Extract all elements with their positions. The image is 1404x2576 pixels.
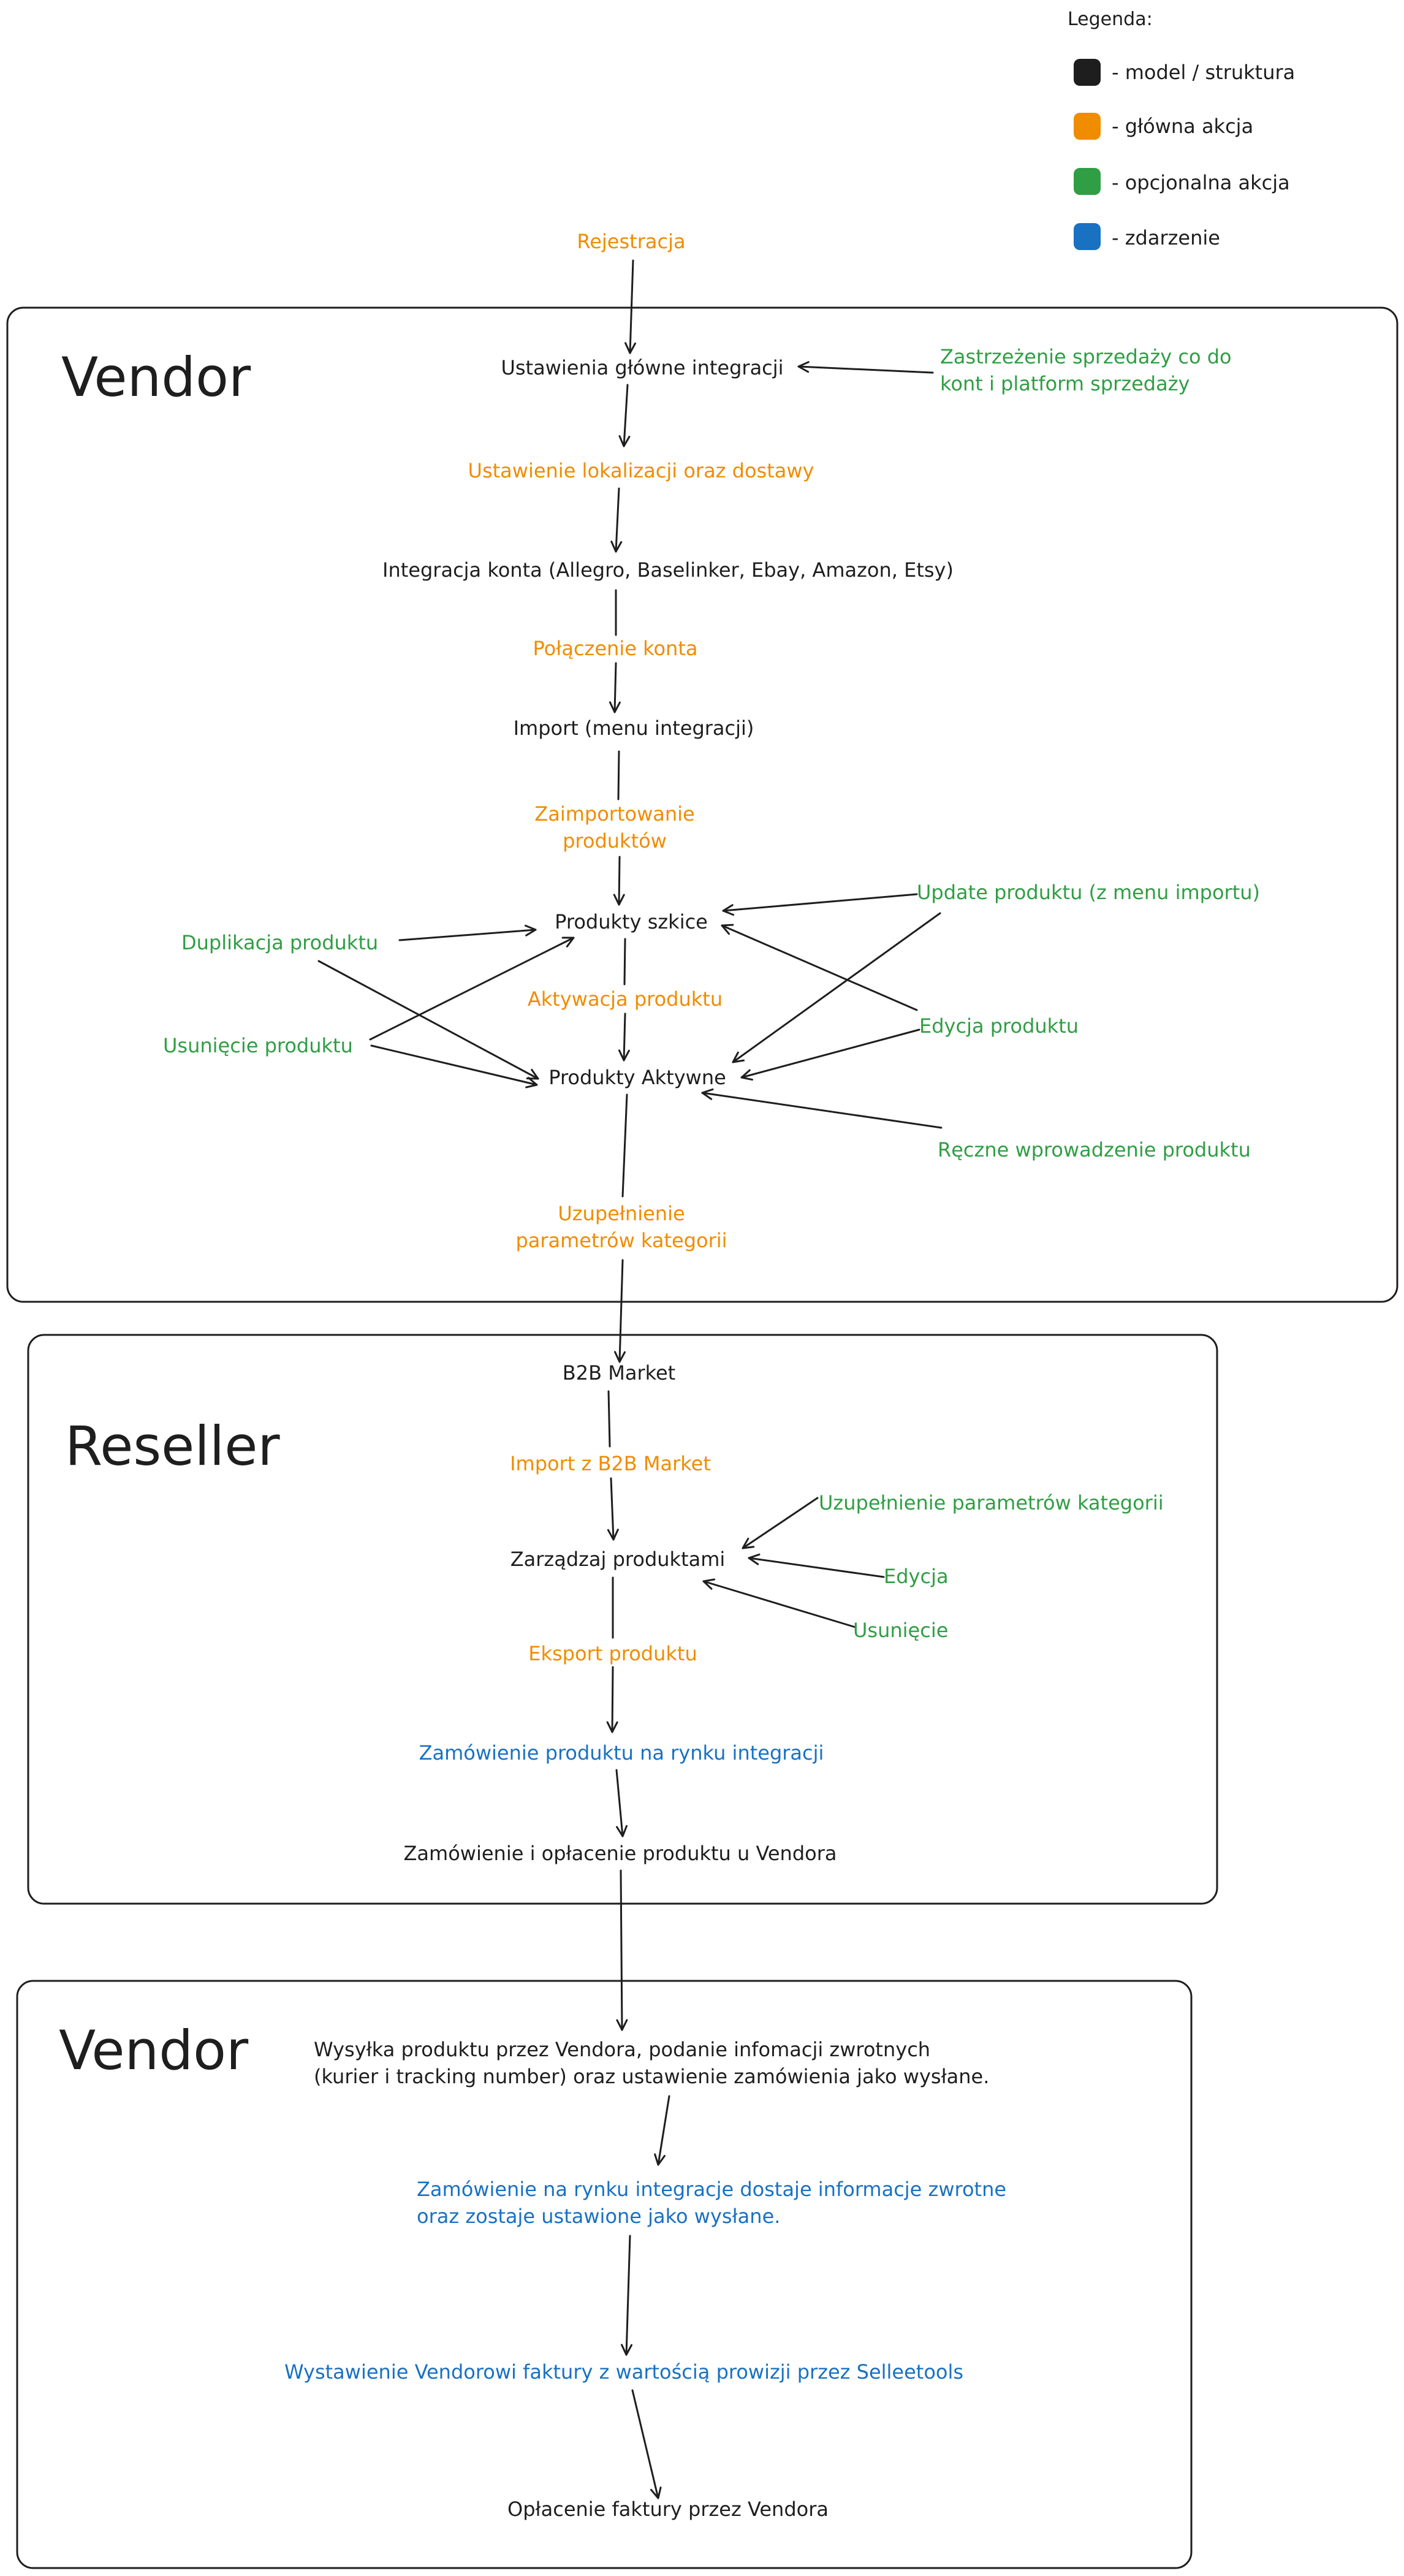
arrow-edycja-aktywne: [740, 1028, 920, 1081]
node-uzupelnienie-parametrow: Uzupełnienie parametrów kategorii: [515, 1202, 727, 1252]
node-import-z-b2b: Import z B2B Market: [510, 1452, 711, 1475]
line-b2b-import: [607, 1390, 611, 1448]
arrow-reczne-aktywne: [701, 1088, 943, 1129]
node-produkty-aktywne: Produkty Aktywne: [548, 1066, 726, 1089]
node-eksport-produktu: Eksport produktu: [528, 1642, 697, 1665]
node-zastrzezenie: Zastrzeżenie sprzedaży co do kont i plat…: [940, 345, 1232, 395]
arrow-faktura-oplacenie: [631, 2389, 662, 2499]
arrow-zamowienie-oplacenie: [615, 1769, 628, 1837]
node-polaczenie-konta: Połączenie konta: [533, 637, 698, 660]
arrow-zamowienie-info-faktura: [620, 2235, 632, 2356]
node-reczne-wprowadzenie: Ręczne wprowadzenie produktu: [938, 1138, 1251, 1161]
vendor-fulfilment-section-title: Vendor: [59, 2019, 249, 2082]
node-wystawienie-faktury: Wystawienie Vendorowi faktury z wartości…: [284, 2360, 964, 2384]
node-zamowienie-informacje-zwrotne: Zamówienie na rynku integracje dostaje i…: [417, 2178, 1007, 2228]
node-import-menu: Import (menu integracji): [513, 716, 754, 740]
node-zamowienie-na-rynku: Zamówienie produktu na rynku integracji: [419, 1741, 824, 1765]
arrow-polaczenie-import: [609, 662, 621, 713]
arrow-update-szkice: [722, 893, 918, 916]
legend-main-action-swatch: [1074, 113, 1101, 140]
node-duplikacja-produktu: Duplikacja produktu: [181, 931, 379, 954]
arrow-usuniecie-szkice: [369, 937, 575, 1041]
legend-main-action-label: - główna akcja: [1112, 115, 1254, 138]
reseller-section-frame: [27, 1334, 1218, 1905]
arrow-ustawienia-lokalizacja: [618, 384, 631, 447]
arrow-aktywacja-aktywne: [618, 1013, 630, 1062]
node-zamowienie-i-oplacenie: Zamówienie i opłacenie produktu u Vendor…: [403, 1842, 837, 1865]
arrow-duplikacja-szkice: [398, 924, 537, 941]
legend-optional-action-swatch: [1074, 168, 1101, 195]
reseller-section-title: Reseller: [65, 1415, 280, 1478]
node-usuniecie-produktu: Usunięcie produktu: [163, 1034, 353, 1057]
legend-event-swatch: [1074, 223, 1101, 250]
vendor-section-frame: [6, 306, 1398, 1303]
legend-event-label: - zdarzenie: [1112, 226, 1220, 249]
arrow-import-zarzadzaj: [607, 1477, 619, 1541]
arrow-update-aktywne: [732, 912, 941, 1063]
vendor-fulfilment-section-frame: [16, 1980, 1193, 2569]
node-produkty-szkice: Produkty szkice: [555, 910, 708, 933]
arrow-usuniecie2-zarzadzaj: [702, 1578, 857, 1628]
node-update-produktu: Update produktu (z menu importu): [917, 881, 1260, 904]
node-zaimportowanie: Zaimportowanie produktów: [534, 802, 695, 853]
arrow-uzupelnienie2-zarzadzaj: [742, 1497, 819, 1549]
node-edycja-reseller: Edycja: [884, 1565, 949, 1588]
arrow-eksport-zamowienie: [606, 1666, 618, 1733]
line-aktywne-uzupelnienie: [621, 1093, 628, 1198]
legend-model-label: - model / struktura: [1112, 61, 1296, 84]
node-ustawienie-lokalizacji: Ustawienie lokalizacji oraz dostawy: [468, 459, 814, 482]
legend-optional-action-label: - opcjonalna akcja: [1112, 171, 1290, 194]
arrow-oplacenie-wysylka: [616, 1869, 628, 2031]
line-szkice-aktywacja: [623, 938, 626, 986]
node-integracja-konta: Integracja konta (Allegro, Baselinker, E…: [382, 558, 954, 582]
arrow-usuniecie-aktywne: [370, 1044, 538, 1089]
arrow-duplikacja-aktywne: [317, 960, 539, 1080]
arrow-zaimportowanie-szkice: [613, 856, 625, 906]
legend-title: Legenda:: [1068, 9, 1153, 30]
arrow-uzupelnienie-b2b: [613, 1259, 626, 1363]
node-edycja-produktu: Edycja produktu: [919, 1014, 1079, 1038]
line-import-zaimportowanie: [617, 750, 620, 800]
node-oplacenie-faktury: Opłacenie faktury przez Vendora: [507, 2498, 829, 2521]
arrow-edycja2-zarzadzaj: [748, 1553, 885, 1578]
vendor-section-title: Vendor: [61, 346, 251, 409]
node-aktywacja-produktu: Aktywacja produktu: [527, 987, 723, 1011]
node-ustawienia-glowne: Ustawienia główne integracji: [501, 356, 784, 379]
node-b2b-market: B2B Market: [562, 1361, 676, 1385]
arrow-edycja-szkice: [721, 924, 918, 1011]
arrow-lokalizacja-integracja: [610, 487, 623, 553]
node-rejestracja: Rejestracja: [577, 230, 686, 253]
node-wysylka-produktu: Wysyłka produktu przez Vendora, podanie …: [314, 2038, 990, 2088]
node-zarzadzaj-produktami: Zarządzaj produktami: [510, 1548, 726, 1571]
arrow-wysylka-zamowienie-info: [654, 2095, 670, 2166]
arrow-zastrzezenie-ustawienia: [797, 361, 934, 374]
arrow-rejestracja-ustawienia: [624, 259, 637, 354]
node-usuniecie-reseller: Usunięcie: [853, 1619, 949, 1642]
node-uzupelnienie-parametrow-reseller: Uzupełnienie parametrów kategorii: [819, 1491, 1164, 1514]
legend-model-swatch: [1074, 59, 1101, 86]
